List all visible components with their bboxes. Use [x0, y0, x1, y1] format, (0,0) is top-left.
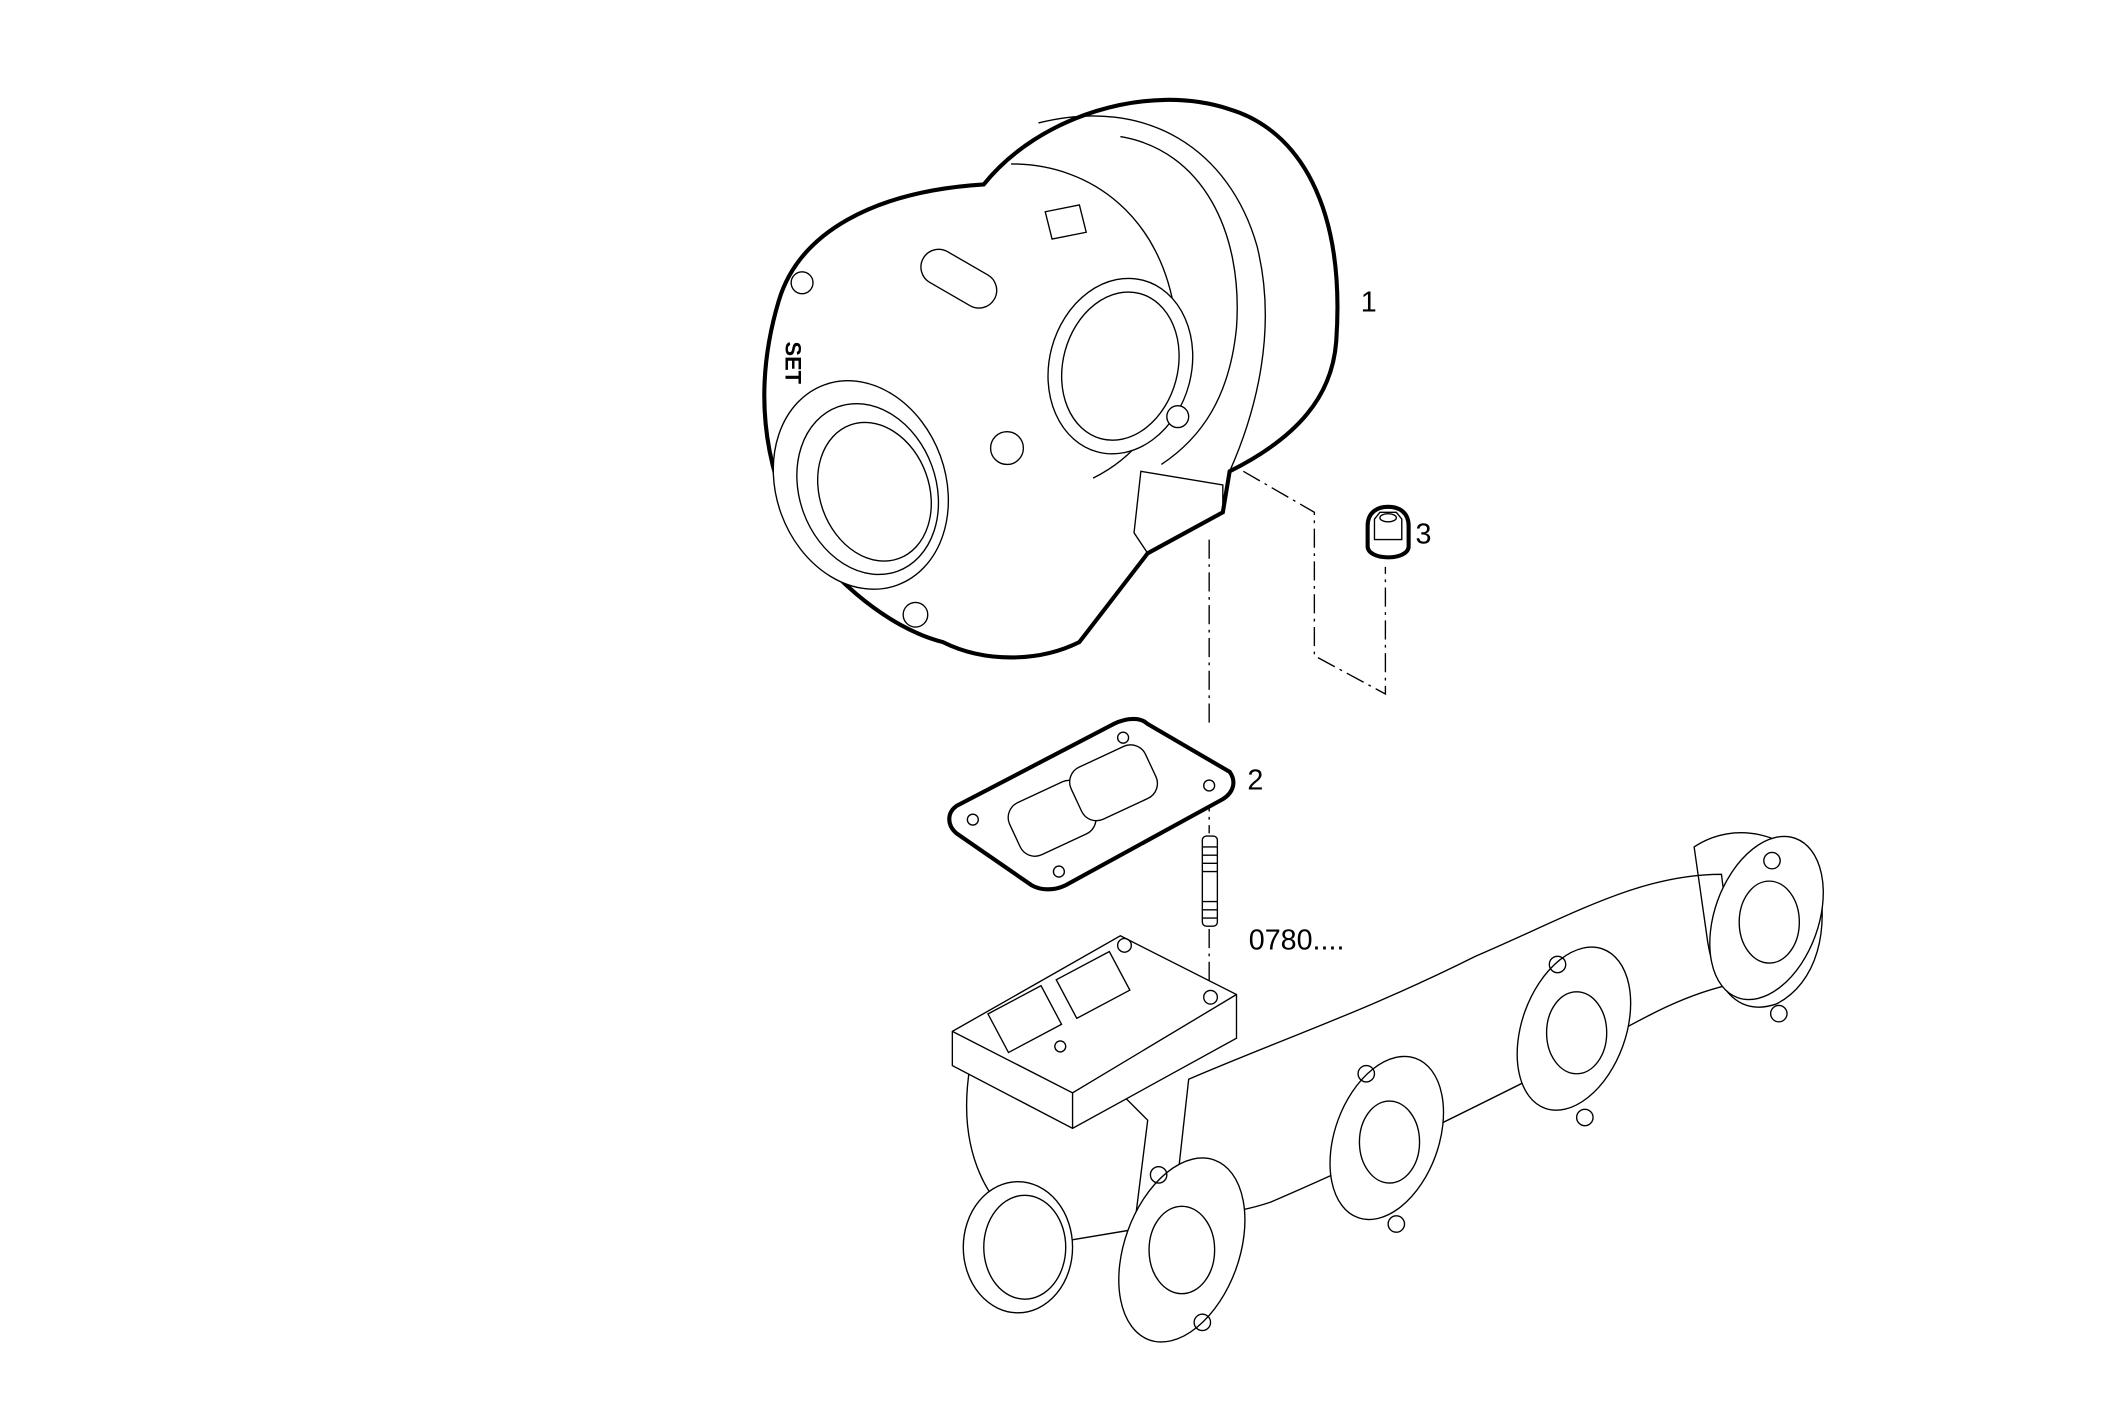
turbocharger[interactable]: SET	[745, 97, 1340, 660]
reference-number[interactable]: 0780....	[1249, 924, 1345, 956]
callout-3[interactable]: 3	[1415, 519, 1431, 551]
flange-nut[interactable]	[1365, 504, 1411, 560]
exhaust-manifold[interactable]	[951, 821, 1844, 1360]
stud[interactable]	[1201, 835, 1219, 927]
assembly-line	[1242, 470, 1387, 696]
callout-2[interactable]: 2	[1247, 765, 1263, 797]
brand-logo: SET	[781, 342, 806, 385]
callout-1[interactable]: 1	[1361, 286, 1377, 318]
gasket[interactable]	[947, 716, 1236, 892]
